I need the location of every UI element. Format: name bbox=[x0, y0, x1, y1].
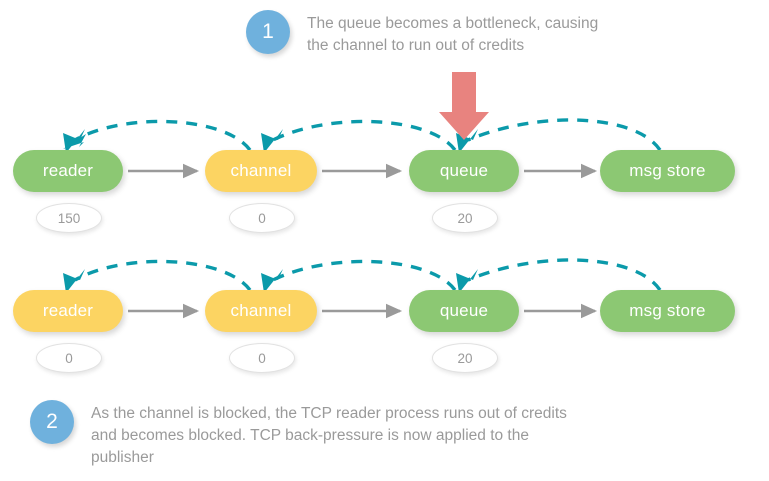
credits-badge-reader-row-1: 150 bbox=[36, 203, 102, 233]
node-msg-store-row-2[interactable]: msg store bbox=[600, 290, 735, 332]
credits-value: 20 bbox=[457, 210, 473, 226]
node-msg-store-row-1[interactable]: msg store bbox=[600, 150, 735, 192]
node-queue-row-1[interactable]: queue bbox=[409, 150, 519, 192]
node-label: channel bbox=[230, 161, 292, 180]
credits-badge-channel-row-1: 0 bbox=[229, 203, 295, 233]
callout-step-2: 2 As the channel is blocked, the TCP rea… bbox=[30, 400, 760, 469]
credits-value: 150 bbox=[57, 210, 81, 226]
diagram-row-1: reader 150 channel 0 queue 20 msg store bbox=[0, 105, 769, 233]
node-channel-row-2[interactable]: channel bbox=[205, 290, 317, 332]
node-channel-row-1[interactable]: channel bbox=[205, 150, 317, 192]
step-number-badge-2: 2 bbox=[30, 400, 74, 444]
callout-text-2: As the channel is blocked, the TCP reade… bbox=[91, 405, 567, 466]
node-reader-row-1[interactable]: reader bbox=[13, 150, 123, 192]
callout-text-1: The queue becomes a bottleneck, causing … bbox=[307, 15, 599, 54]
node-reader-row-2[interactable]: reader bbox=[13, 290, 123, 332]
node-label: reader bbox=[42, 161, 94, 180]
node-label: queue bbox=[439, 161, 489, 180]
credits-value: 0 bbox=[258, 210, 266, 226]
credits-value: 0 bbox=[258, 350, 266, 366]
credits-value: 0 bbox=[65, 350, 73, 366]
node-label: channel bbox=[230, 301, 292, 320]
node-label: queue bbox=[439, 301, 489, 320]
step-number-badge-1: 1 bbox=[246, 10, 290, 54]
credits-badge-queue-row-1: 20 bbox=[432, 203, 498, 233]
node-label: msg store bbox=[629, 161, 706, 180]
callout-step-1: 1 The queue becomes a bottleneck, causin… bbox=[246, 10, 766, 57]
credits-badge-reader-row-2: 0 bbox=[36, 343, 102, 373]
credits-badge-channel-row-2: 0 bbox=[229, 343, 295, 373]
node-label: msg store bbox=[629, 301, 706, 320]
node-queue-row-2[interactable]: queue bbox=[409, 290, 519, 332]
credits-badge-queue-row-2: 20 bbox=[432, 343, 498, 373]
node-label: reader bbox=[42, 301, 94, 320]
diagram-row-2: reader 0 channel 0 queue 20 msg store bbox=[0, 253, 769, 373]
credits-value: 20 bbox=[457, 350, 473, 366]
